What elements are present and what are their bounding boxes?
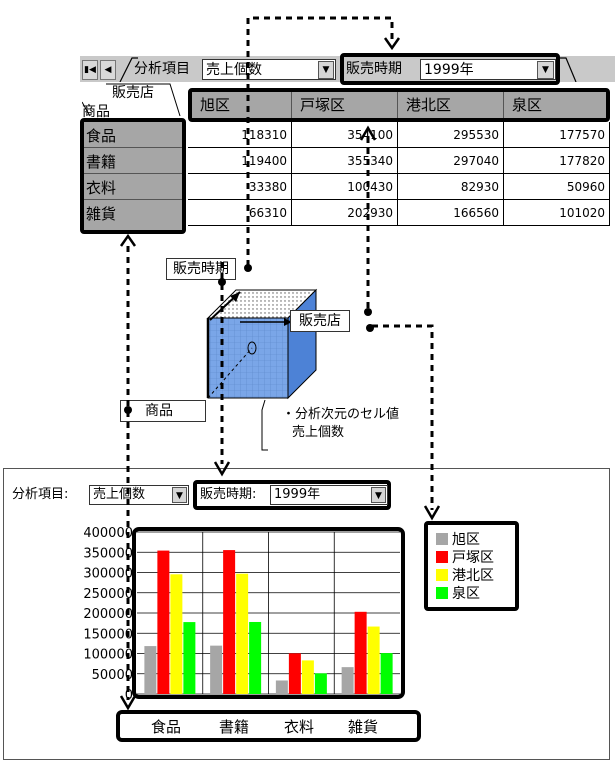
plot-frame [132,527,405,699]
category-axis-box: 食品 書籍 衣料 雑貨 [116,710,421,742]
tab-end-icon [558,57,577,82]
chart-period-value: 1999年 [274,487,321,502]
chart-window [3,468,610,760]
cube-note-line1: ・分析次元のセル値 [282,407,400,422]
legend-label: 泉区 [452,586,480,602]
cube-cell-note: ・分析次元のセル値 売上個数 [282,406,399,442]
y-tick-label: 250000 [83,587,133,602]
first-page-icon[interactable]: ▮◀ [82,60,98,80]
chart-period-select[interactable]: 1999年 [270,485,388,505]
chart-legend: 旭区 戸塚区 港北区 泉区 [424,521,519,611]
row-header[interactable]: 衣料 [84,176,182,200]
pivot-tab-shapes [82,83,181,117]
column-header[interactable]: 港北区 [398,92,504,118]
table-cell[interactable]: 177820 [504,148,610,174]
x-tick-label: 雑貨 [348,718,379,736]
bar-旭区-書籍 [210,645,223,694]
legend-swatch [436,551,448,563]
analysis-item-label: 分析項目 [134,61,190,77]
bar-戸塚区-書籍 [223,550,236,694]
table-cell[interactable]: 177570 [504,122,610,148]
table-cell[interactable]: 101020 [504,200,610,226]
chart-analysis-label: 分析項目: [12,487,69,502]
legend-label: 戸塚区 [452,550,494,566]
table-cell[interactable]: 82930 [398,174,504,200]
bar-泉区-食品 [183,622,196,694]
table-cell[interactable]: 166560 [398,200,504,226]
legend-swatch [436,533,448,545]
column-header[interactable]: 泉区 [512,96,543,114]
cube-note-line2: 売上個数 [292,425,345,440]
bar-旭区-衣料 [275,680,288,694]
y-tick-label: 300000 [83,567,133,582]
legend-item: 戸塚区 [436,549,494,567]
cube-label-product-text: 商品 [145,403,173,419]
legend-label: 港北区 [452,568,494,584]
bar-港北区-雑貨 [367,626,380,694]
y-tick-label: 200000 [83,607,133,622]
bar-港北区-書籍 [236,573,249,694]
period-value: 1999年 [424,62,474,78]
cube-label-store-text: 販売店 [299,313,341,329]
legend-swatch [436,587,448,599]
bar-旭区-雑貨 [341,667,354,694]
table-cell[interactable]: 50960 [504,174,610,200]
bar-泉区-衣料 [314,673,327,694]
table-cell[interactable]: 295530 [398,122,504,148]
row-header[interactable]: 食品 [84,124,182,148]
chart-period-label: 販売時期: [200,487,257,502]
chart-bars [144,550,393,694]
bar-泉区-書籍 [249,621,262,694]
y-tick-label: 350000 [83,546,133,561]
cube-label-store: 販売店 [290,310,350,332]
bar-港北区-衣料 [301,660,314,694]
legend-item: 港北区 [436,567,494,585]
y-tick-label: 100000 [83,648,133,663]
period-dropdown-icon[interactable]: ▼ [537,61,554,79]
bar-泉区-雑貨 [380,653,393,694]
bar-旭区-食品 [144,646,157,694]
cube-label-period-text: 販売時期 [173,261,229,277]
legend-swatch [436,569,448,581]
bar-戸塚区-雑貨 [354,611,367,694]
bar-戸塚区-食品 [157,550,170,694]
chart-analysis-dropdown-icon[interactable]: ▼ [172,487,187,503]
x-tick-label: 衣料 [284,718,315,736]
row-header[interactable]: 雑貨 [86,205,117,223]
y-tick-label: 400000 [83,526,133,541]
chart-plot-frame [132,527,405,699]
period-select[interactable]: 1999年 [420,59,556,80]
y-tick-label: 0 [125,688,133,703]
bar-港北区-食品 [170,574,183,694]
product-tab[interactable]: 商品 [82,104,110,120]
store-tab[interactable]: 販売店 [112,85,154,101]
legend-item: 旭区 [436,531,480,549]
cube-label-period: 販売時期 [166,258,236,280]
y-tick-label: 150000 [83,627,133,642]
x-tick-label: 書籍 [219,718,250,736]
table-cell[interactable]: 297040 [398,148,504,174]
chart-analysis-value: 売上個数 [93,487,146,502]
chart-y-ticks: 400000 350000 300000 250000 200000 150000 1000… [83,526,133,703]
cube-label-product: 商品 [120,400,206,422]
row-header-column: 食品 書籍 衣料 雑貨 [80,118,186,234]
row-header[interactable]: 書籍 [84,150,182,174]
chart-analysis-select[interactable]: 売上個数 [89,485,189,505]
bar-戸塚区-衣料 [288,653,301,694]
x-tick-label: 食品 [151,718,182,736]
prev-page-icon[interactable]: ◀ [100,60,116,80]
legend-item: 泉区 [436,585,480,603]
legend-label: 旭区 [452,532,480,548]
y-tick-label: 50000 [92,668,133,683]
tab-divider-icon [119,57,138,82]
